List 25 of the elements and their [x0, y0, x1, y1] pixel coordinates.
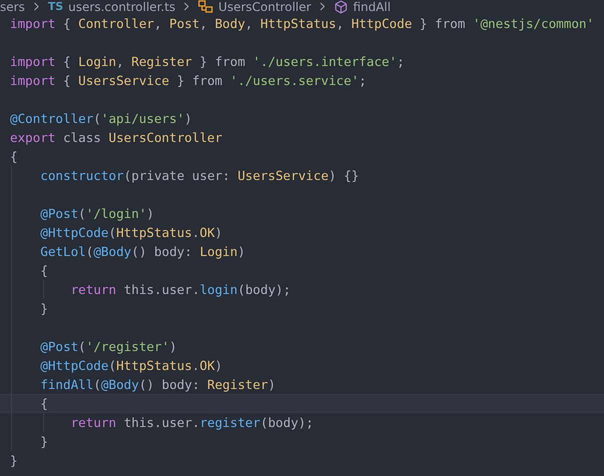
code-line: import { UsersService } from './users.service';: [10, 72, 366, 90]
code-line: }: [40, 432, 48, 450]
code-line: import { Login, Register } from './users.interface';: [10, 52, 404, 70]
code-line: @HttpCode(HttpStatus.OK): [40, 356, 222, 374]
code-line: return this.user.login(body);: [70, 280, 291, 298]
code-line: GetLol(@Body() body: Login): [40, 242, 246, 260]
breadcrumb-file: users.controller.ts: [68, 0, 176, 14]
code-line: {: [10, 148, 18, 166]
breadcrumb-folder: sers: [0, 0, 25, 14]
code-line: }: [10, 452, 18, 470]
code-line: @Post('/register'): [40, 338, 177, 356]
code-line: export class UsersController: [10, 128, 222, 146]
code-line: findAll(@Body() body: Register): [40, 376, 276, 394]
code-line: return this.user.register(body);: [70, 414, 314, 432]
file-type-icon: TS: [48, 0, 64, 14]
code-line: import { Controller, Post, Body, HttpStatus, HttpCode } from '@nestjs/common': [10, 14, 594, 32]
code-line: @Post('/login'): [40, 204, 154, 222]
code-line: @Controller('api/users'): [10, 110, 192, 128]
breadcrumb-method: findAll: [353, 0, 391, 14]
code-line: @HttpCode(HttpStatus.OK): [40, 224, 222, 242]
code-line: {: [40, 262, 48, 280]
code-line: }: [40, 300, 48, 318]
code-line: {: [40, 394, 48, 412]
breadcrumb-class: UsersController: [218, 0, 312, 14]
code-line: constructor(private user: UsersService) {}: [40, 166, 359, 184]
